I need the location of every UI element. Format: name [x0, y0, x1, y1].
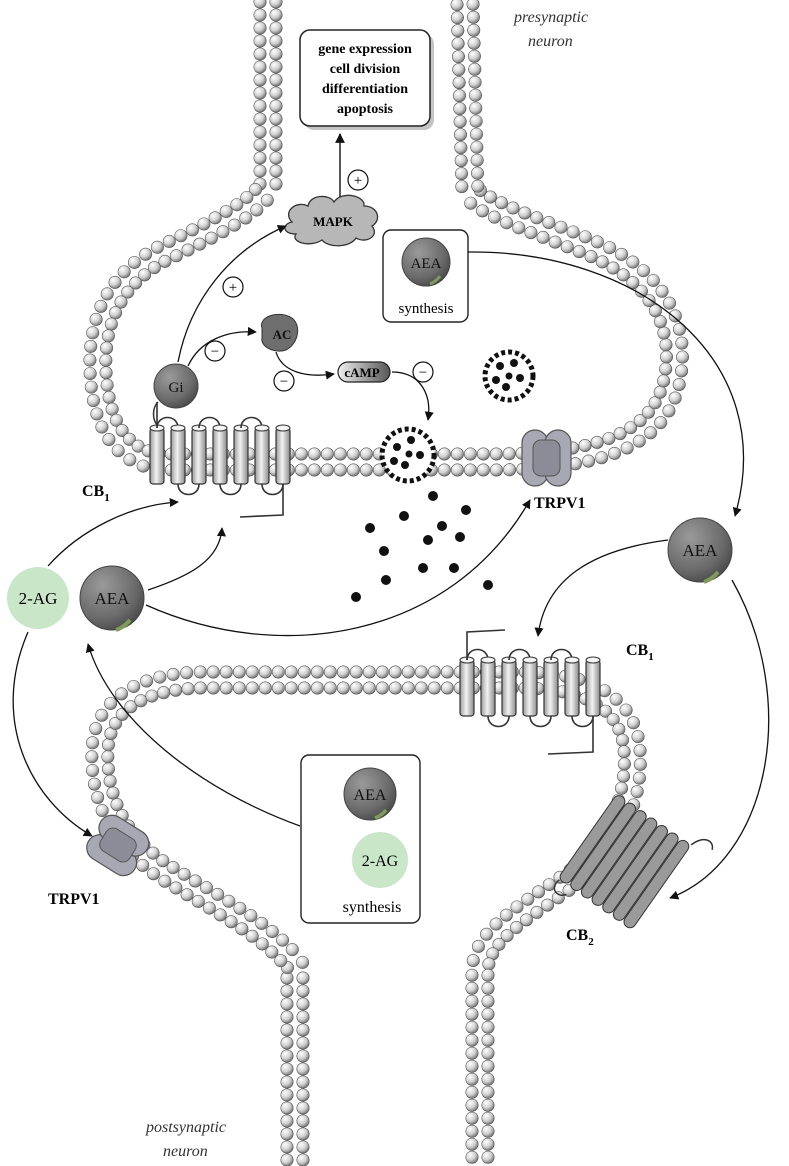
cb2-receptor-postsynaptic [553, 795, 714, 929]
ac-label: AC [273, 327, 292, 342]
camp-label: cAMP [344, 365, 379, 380]
two-ag-to-cb1-arrow [47, 497, 179, 567]
trpv1-label-presynaptic: TRPV1 [534, 495, 586, 512]
trpv1-channel-presynaptic [521, 429, 572, 487]
effect-gene-expression: gene expression [318, 42, 412, 57]
neurotransmitter-molecules [351, 491, 493, 602]
aea-to-cb1-post-arrow [534, 539, 669, 637]
gi-to-ac-arrow [187, 326, 257, 367]
aea-label-cleft-left: AEA [95, 589, 131, 608]
synthesis-label-pre: synthesis [398, 301, 453, 317]
postsynaptic-label: postsynaptic [145, 1119, 226, 1136]
synaptic-vesicle-docking [379, 426, 437, 484]
cb1-receptor-presynaptic [149, 402, 291, 518]
gi-to-mapk-arrow [177, 225, 287, 363]
effect-differentiation: differentiation [322, 82, 408, 97]
svg-text:+: + [229, 280, 237, 296]
adenylyl-cyclase-node: AC [261, 313, 299, 352]
minus-sign-gi-ac: − [204, 340, 226, 362]
svg-text:+: + [354, 173, 362, 189]
effect-cell-division: cell division [330, 62, 401, 77]
presynaptic-neuron-label: neuron [528, 33, 573, 50]
post-synthesis-to-cleft-arrow [85, 643, 301, 827]
two-ag-to-trpv1-post-arrow [12, 631, 93, 837]
camp-to-vesicle-arrow [391, 371, 434, 421]
cell-membranes [83, 0, 689, 1166]
two-ag-molecule-cleft: 2-AG [7, 567, 69, 629]
synthesis-box-postsynaptic: AEA 2-AG synthesis [300, 754, 421, 924]
two-ag-label-post-box: 2-AG [362, 853, 399, 870]
aea-molecule-cleft-left: AEA [79, 565, 145, 632]
cb1-label-presynaptic: CB1 [82, 483, 110, 504]
ac-to-camp-arrow [275, 351, 335, 380]
presynaptic-label: presynaptic [513, 9, 588, 26]
aea-molecule-cleft-right: AEA [667, 517, 733, 584]
aea-label-post-box: AEA [354, 787, 387, 804]
camp-node: cAMP [337, 361, 391, 383]
aea-to-cb2-arrow [669, 579, 770, 900]
trpv1-label-postsynaptic: TRPV1 [48, 891, 100, 908]
cellular-effects-box: gene expression cell division differenti… [299, 29, 434, 130]
aea-synthesis-box-presynaptic: AEA synthesis [382, 229, 469, 323]
aea-synthesis-to-cleft-arrow [467, 251, 745, 517]
synaptic-vesicle-free [482, 349, 536, 403]
cb1-receptor-postsynaptic [459, 629, 601, 755]
aea-label-cleft-right: AEA [683, 541, 719, 560]
minus-sign-camp-vesicle: − [412, 361, 434, 383]
aea-to-cb1-arrow [147, 527, 227, 591]
two-ag-label-cleft: 2-AG [19, 589, 58, 608]
aea-label-pre-box: AEA [411, 256, 442, 272]
mapk-node: MAPK [284, 194, 379, 247]
svg-text:−: − [419, 365, 427, 381]
mapk-label: MAPK [313, 214, 354, 229]
gi-protein-node: Gi [152, 363, 199, 427]
svg-text:−: − [211, 344, 219, 360]
svg-text:−: − [280, 374, 288, 390]
plus-sign-mapk-effects: + [347, 169, 369, 191]
synthesis-label-post: synthesis [343, 899, 402, 916]
effect-apoptosis: apoptosis [337, 102, 394, 117]
postsynaptic-neuron-label: neuron [163, 1143, 208, 1160]
trpv1-channel-postsynaptic [86, 814, 150, 877]
aea-to-trpv1-pre-arrow [145, 499, 531, 637]
plus-sign-gi-mapk: + [222, 276, 244, 298]
gi-label: Gi [169, 380, 184, 396]
cb1-label-postsynaptic: CB1 [626, 642, 654, 663]
cb2-label: CB2 [566, 927, 594, 948]
minus-sign-ac-camp: − [273, 370, 295, 392]
